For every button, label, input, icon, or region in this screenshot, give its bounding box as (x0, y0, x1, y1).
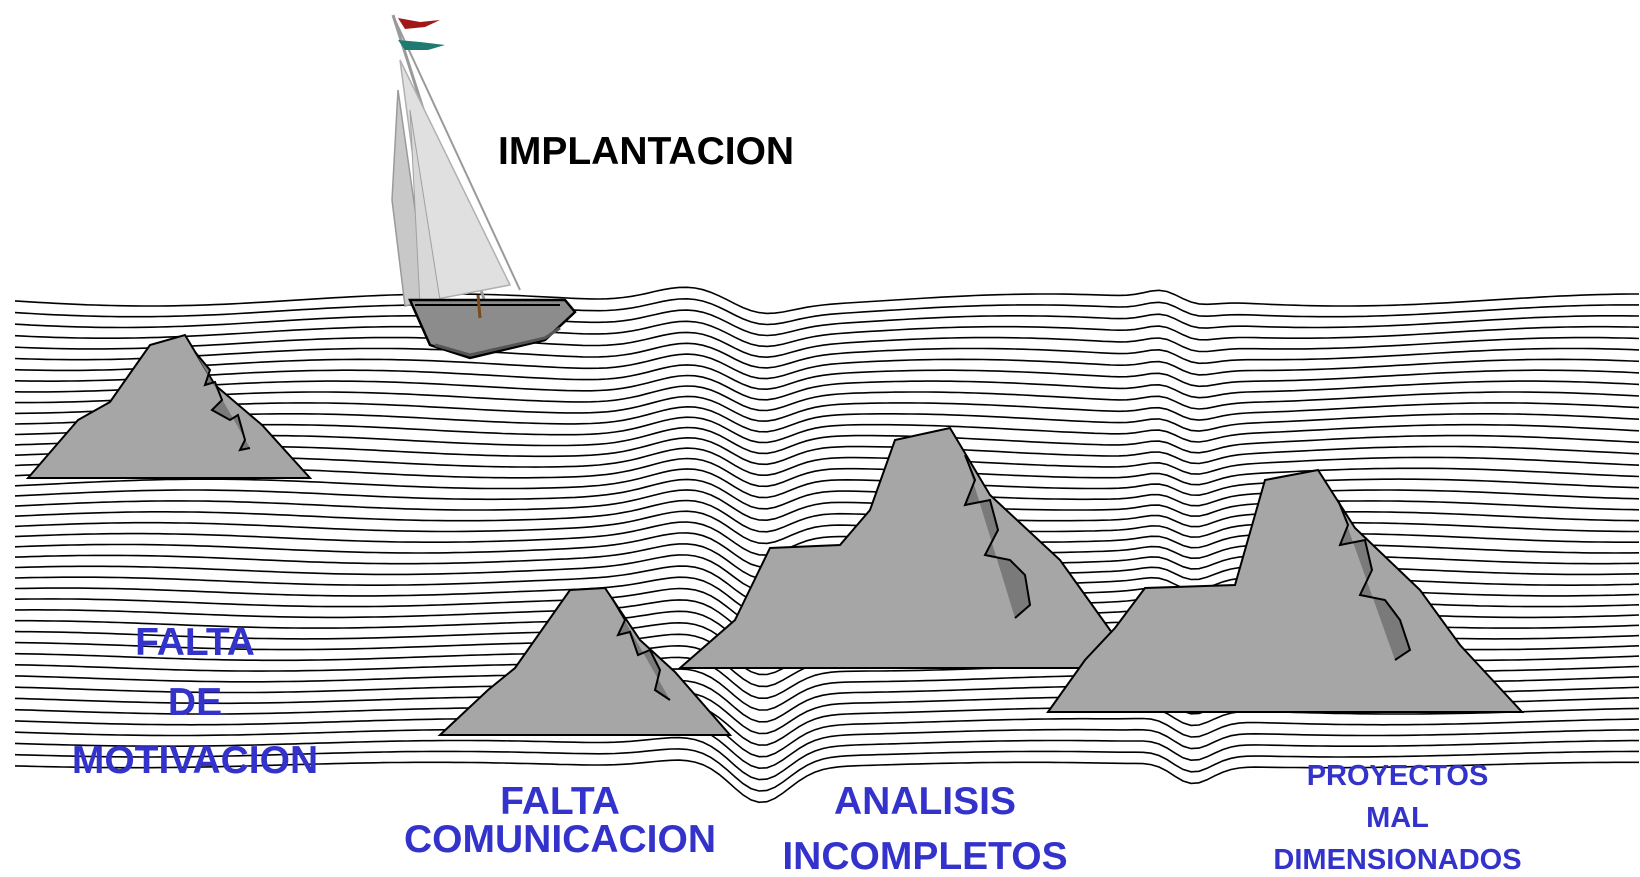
wave-line (14, 510, 1639, 545)
wave-line (14, 416, 1640, 444)
obstacle-label-line: MOTIVACION (71, 739, 319, 782)
wave-line (14, 478, 1640, 510)
iceberg-icon (1046, 468, 1525, 713)
implementation-title: IMPLANTACION (498, 130, 795, 173)
wave-line (14, 309, 1640, 337)
wave-line (14, 436, 1640, 466)
obstacle-label-analisis: ANALISIS INCOMPLETOS (760, 782, 1090, 876)
wave-line (14, 725, 1640, 770)
wave-line (14, 702, 1640, 746)
iceberg-icon (437, 586, 733, 736)
wave-line (14, 468, 1640, 499)
sailboat-icon (391, 14, 577, 360)
wave-line (15, 385, 1640, 412)
wave-line (14, 489, 1640, 522)
obstacle-label-motivacion: FALTA DE MOTIVACION (60, 623, 330, 780)
wave-line (14, 426, 1640, 455)
wave-line (14, 395, 1640, 422)
obstacle-label-proyectos: PROYECTOS MAL DIMENSIONADOS (1250, 762, 1545, 875)
wave-line (14, 736, 1639, 781)
obstacle-label-line: FALTA (500, 780, 620, 823)
obstacle-label-line: FALTA (135, 621, 255, 664)
wave-line (14, 748, 1639, 792)
iceberg-icon (25, 333, 313, 479)
wave-line (14, 759, 1639, 804)
obstacle-label-line: INCOMPLETOS (782, 835, 1068, 877)
wave-line (14, 297, 1639, 326)
obstacle-label-comunicacion: FALTA COMUNICACION (380, 782, 740, 859)
wave-line (14, 499, 1640, 533)
obstacle-label-line: COMUNICACION (404, 818, 716, 861)
wave-line (14, 521, 1639, 556)
wave-line (14, 714, 1640, 758)
obstacle-label-line: DE (167, 681, 223, 724)
wave-line (14, 320, 1640, 348)
wave-line (14, 374, 1640, 401)
obstacle-label-line: ANALISIS (833, 780, 1016, 823)
wave-line (14, 405, 1640, 433)
obstacle-label-line: DIMENSIONADOS (1273, 844, 1522, 876)
iceberg-icon (677, 426, 1143, 669)
wave-line (14, 331, 1640, 359)
wave-line (14, 342, 1640, 369)
wave-line (14, 364, 1640, 391)
wave-line (14, 353, 1640, 380)
obstacle-label-line: PROYECTOS (1306, 760, 1489, 792)
obstacle-label-line: MAL (1366, 802, 1429, 834)
wave-line (14, 286, 1639, 315)
